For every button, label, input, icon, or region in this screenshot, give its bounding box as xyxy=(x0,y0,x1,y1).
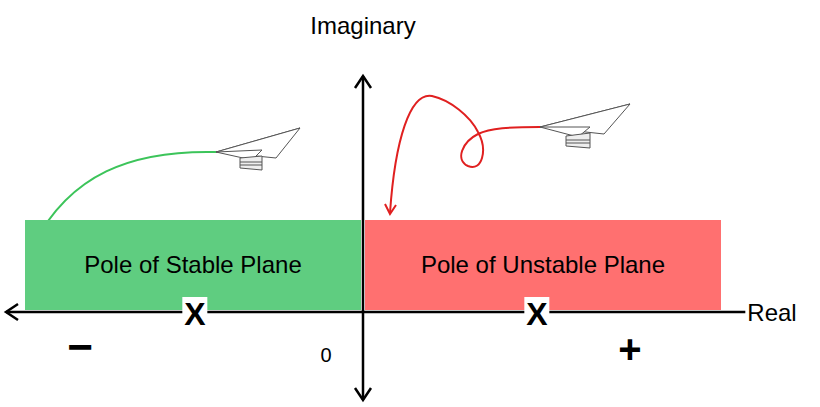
unstable-trajectory xyxy=(390,96,540,213)
axis-label: Imaginary xyxy=(310,14,415,38)
paper-plane xyxy=(540,104,630,148)
pole-mark: X xyxy=(182,297,207,331)
real-axis xyxy=(6,311,790,314)
paper-plane xyxy=(216,128,300,170)
sign-symbol: + xyxy=(618,329,641,369)
axis-label: Real xyxy=(745,300,798,326)
region-label: Pole of Stable Plane xyxy=(84,251,302,279)
axis-arrowhead xyxy=(355,388,371,400)
axis-arrowhead xyxy=(6,304,18,320)
pole-mark: X xyxy=(524,297,549,331)
sign-symbol: − xyxy=(67,325,93,369)
origin-label: 0 xyxy=(320,345,331,365)
axis-arrowhead xyxy=(355,76,371,88)
trajectory-arrowhead xyxy=(385,204,396,214)
region-label: Pole of Unstable Plane xyxy=(421,251,665,279)
imaginary-axis xyxy=(362,76,365,400)
